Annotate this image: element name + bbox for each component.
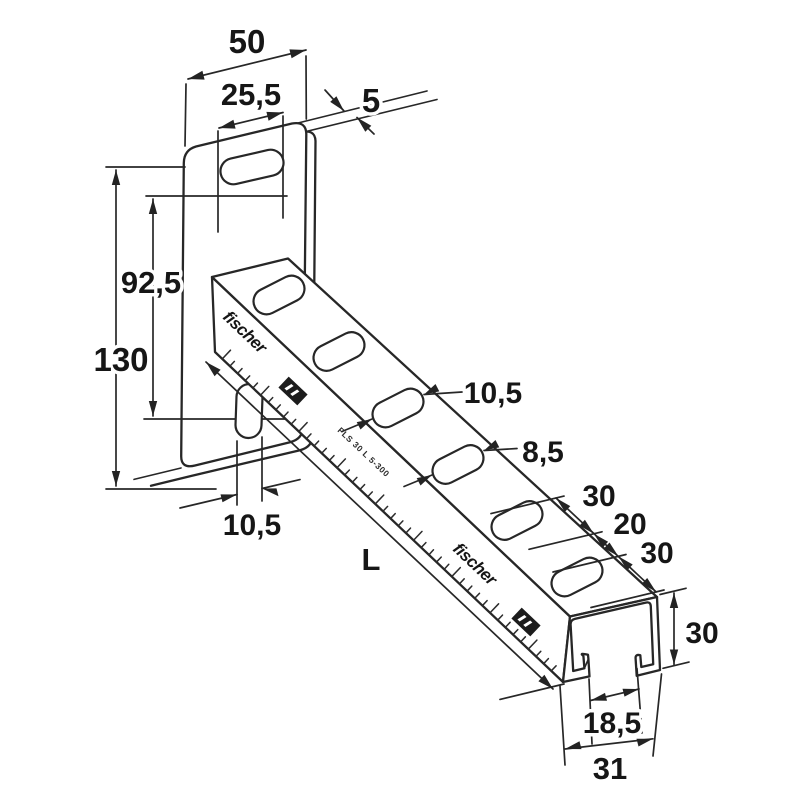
ruler-tick [435, 556, 442, 563]
ruler-tick [336, 458, 347, 469]
ruler-tick [290, 418, 297, 425]
dimension-slot-offset-92-5: 92,5 [117, 195, 318, 420]
ruler-tick [428, 549, 435, 556]
ruler-tick [474, 592, 481, 599]
ruler-tick [504, 621, 511, 628]
ruler-tick [489, 603, 500, 614]
dim-channel-height: 30 [685, 617, 718, 650]
dimension-plate-thickness-5: 5 [324, 79, 384, 135]
ruler-tick [527, 639, 538, 650]
ruler-tick [367, 491, 374, 498]
ruler-tick [229, 360, 236, 367]
ruler-tick [298, 421, 308, 433]
plate-top-back-extension [301, 98, 438, 134]
ruler-tick [359, 483, 366, 491]
plate-top-front-extension [297, 90, 428, 124]
dimension-slot-length-25-5: 25,5 [217, 74, 285, 233]
ruler-tick [236, 367, 243, 375]
dimension-bottom-slot-10-5: 10,5 [179, 436, 301, 546]
arm-slot-1 [252, 274, 306, 316]
dim-end-slot-length-2: 30 [640, 537, 673, 570]
ruler-tick [244, 375, 251, 382]
dim-end-slot-gap: 20 [613, 508, 646, 541]
ruler-tick [252, 382, 259, 389]
ruler-tick [382, 505, 389, 512]
dim-plate-thickness: 5 [362, 82, 380, 119]
ruler-tick [550, 665, 557, 672]
dimension-channel-opening-18-5: 18,5 [579, 667, 645, 745]
dimension-channel-width-31: 31 [559, 673, 663, 790]
arm-slot-2 [312, 331, 366, 372]
dim-arm-slot-width: 10,5 [464, 377, 522, 410]
ruler-tick [351, 476, 358, 483]
ruler-tick [520, 636, 527, 643]
ruler-tick [282, 411, 289, 418]
arm-slots [252, 274, 604, 598]
dim-plate-width: 50 [229, 23, 266, 60]
dimension-chain-30-20-30: 30 20 30 [490, 477, 677, 609]
brand-logo-block-1 [278, 376, 308, 406]
ruler-tick [221, 349, 232, 360]
dimension-arm-length-L: L [205, 361, 565, 701]
dim-end-slot-length: 30 [582, 480, 615, 513]
dim-arm-slot-width-small: 8,5 [522, 436, 564, 469]
plate-top-slot [219, 148, 285, 186]
dimension-plate-width-50: 50 [184, 20, 308, 147]
ruler-tick [535, 650, 542, 657]
ruler-tick [451, 566, 462, 578]
dim-plate-height: 130 [93, 341, 148, 378]
ruler-tick [344, 469, 351, 476]
ruler-tick [374, 494, 385, 505]
dim-channel-opening: 18,5 [583, 707, 641, 740]
dim-plate-bottom-slot-width: 10,5 [223, 509, 281, 542]
ruler-tick [405, 527, 412, 534]
ruler-tick [313, 440, 320, 447]
ruler-tick [412, 530, 423, 541]
ruler-tick [497, 614, 504, 621]
arm-slot-3 [371, 387, 425, 429]
dimension-arm-slot-10-5: 10,5 [341, 374, 526, 433]
arm-slot-6 [550, 556, 604, 598]
ruler-tick [259, 385, 270, 396]
ruler-tick [512, 628, 519, 636]
brand-logo-block-2 [511, 607, 541, 637]
dim-arm-length: L [362, 542, 381, 577]
ruler-tick [390, 512, 396, 520]
ruler-tick [275, 404, 282, 411]
ruler-tick [305, 433, 312, 440]
channel-lip-detail [569, 623, 590, 672]
ruler-tick [543, 657, 550, 665]
dim-plate-slot-length: 25,5 [221, 77, 281, 112]
dimension-channel-height-30: 30 [659, 587, 722, 670]
ruler-tick [328, 454, 335, 462]
cantilever-arm: fischer FLS 30 L 5-300 fischer [210, 257, 662, 684]
dimension-arm-slot-8-5: 8,5 [403, 433, 567, 488]
ruler-tick [267, 396, 274, 404]
ruler-tick [458, 578, 465, 585]
dim-slot-offset-height: 92,5 [121, 265, 181, 300]
dim-channel-width: 31 [593, 751, 627, 786]
arm-slot-4 [431, 444, 485, 485]
ruler-tick [466, 585, 473, 592]
plate-bottom-extension [133, 467, 182, 481]
ruler-tick [397, 520, 404, 527]
ruler-tick [321, 447, 328, 454]
ruler-tick [420, 541, 427, 549]
ruler-tick [443, 563, 450, 570]
ruler-tick [481, 599, 488, 607]
dimension-plate-height-130: 130 [90, 166, 217, 490]
ruler-scale-ticks [221, 349, 557, 672]
